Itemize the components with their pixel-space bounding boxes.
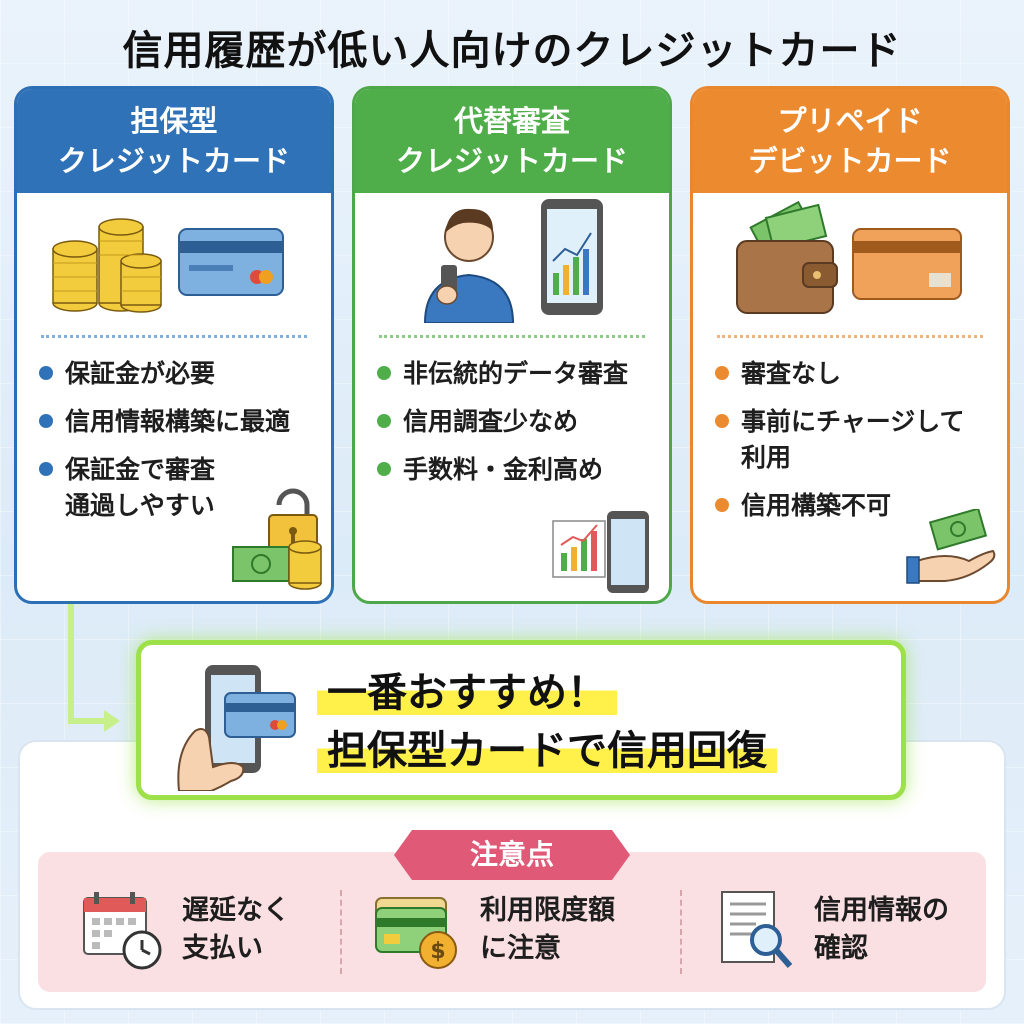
person-and-phone-icon — [423, 199, 603, 324]
alternative-card-illustration — [355, 193, 669, 324]
caution-item-limit: $ 利用限度額 に注意 — [372, 880, 615, 980]
lock-and-money-icon — [232, 488, 322, 590]
secured-card-title-line2: クレジットカード — [57, 144, 290, 178]
divider — [379, 335, 645, 338]
caution-text: 利用限度額 に注意 — [480, 892, 615, 968]
caution-text-line1: 利用限度額 — [480, 895, 615, 926]
svg-text:$: $ — [430, 939, 445, 964]
hand-with-money-icon — [906, 509, 996, 584]
divider — [41, 335, 307, 338]
secured-card-bullets: 保証金が必要 信用情報構築に最適 保証金で審査 通過しやすい — [17, 338, 331, 524]
calendar-clock-icon — [83, 892, 162, 970]
flow-arrow-line — [68, 718, 108, 724]
list-item: 非伝統的データ審査 — [377, 356, 669, 392]
list-item: 信用情報構築に最適 — [39, 404, 331, 440]
caution-text-line2: 確認 — [814, 933, 868, 964]
alternative-card-header: 代替審査 クレジットカード — [355, 89, 669, 193]
prepaid-card-title-line2: デビットカード — [748, 144, 952, 178]
prepaid-card-panel: プリペイド デビットカード 審査なし 事前にチャージして 利用 信用構築不可 — [690, 86, 1010, 604]
list-item: 保証金で審査 通過しやすい — [39, 452, 219, 524]
list-item-line2: 通過しやすい — [65, 491, 215, 520]
list-item-line1: 保証金で審査 — [65, 455, 216, 484]
recommendation-box: 一番おすすめ！ 担保型カードで信用回復 — [136, 640, 906, 800]
chart-and-phone-icon — [552, 511, 649, 593]
alternative-card-panel: 代替審査 クレジットカード 非伝統的データ審査 信用調査少なめ 手数料・金利高め — [352, 86, 672, 604]
flow-arrow-head — [104, 710, 120, 732]
wallet-and-card-icon — [736, 200, 962, 314]
hand-phone-card-icon — [177, 665, 296, 791]
caution-text: 遅延なく 支払い — [182, 892, 290, 968]
list-item-line2: 利用 — [741, 443, 792, 472]
flow-arrow-line — [68, 604, 74, 722]
caution-text: 信用情報の 確認 — [814, 892, 949, 968]
caution-item-report: 信用情報の 確認 — [716, 880, 949, 980]
secured-card-illustration — [17, 193, 331, 323]
alternative-card-title-line1: 代替審査 — [453, 104, 570, 138]
caution-item-payment: 遅延なく 支払い — [80, 880, 290, 980]
alternative-card-bullets: 非伝統的データ審査 信用調査少なめ 手数料・金利高め — [355, 338, 669, 488]
secured-card-title-line1: 担保型 — [130, 104, 218, 138]
coins-and-card-icon — [52, 218, 284, 313]
recommendation-subline: 担保型カードで信用回復 — [317, 725, 777, 777]
prepaid-card-illustration — [693, 193, 1007, 323]
recommendation-headline: 一番おすすめ！ — [317, 667, 617, 719]
divider — [717, 335, 983, 338]
caution-divider — [680, 890, 682, 974]
caution-text-line2: 支払い — [182, 933, 263, 964]
caution-text-line2: に注意 — [480, 933, 561, 964]
caution-label: 注意点 — [394, 830, 630, 880]
alternative-card-title-line2: クレジットカード — [395, 144, 628, 178]
list-item: 信用構築不可 — [715, 488, 1007, 524]
list-item: 手数料・金利高め — [377, 452, 669, 488]
list-item: 保証金が必要 — [39, 356, 331, 392]
prepaid-card-title-line1: プリペイド — [777, 104, 923, 138]
secured-card-header: 担保型 クレジットカード — [17, 89, 331, 193]
prepaid-card-bullets: 審査なし 事前にチャージして 利用 信用構築不可 — [693, 338, 1007, 524]
cards-coin-icon: $ — [375, 897, 457, 969]
caution-text-line1: 遅延なく — [182, 895, 290, 926]
secured-card-panel: 担保型 クレジットカード 保証金が必要 信用情報構築に最適 保証金で審査 通過し… — [14, 86, 334, 604]
page-title: 信用履歴が低い人向けのクレジットカード — [122, 28, 902, 74]
prepaid-card-header: プリペイド デビットカード — [693, 89, 1007, 193]
caution-text-line1: 信用情報の — [814, 895, 949, 926]
caution-divider — [340, 890, 342, 974]
list-item-line1: 事前にチャージして — [741, 407, 965, 436]
list-item: 事前にチャージして 利用 — [715, 404, 1007, 476]
list-item: 審査なし — [715, 356, 1007, 392]
document-magnifier-icon — [721, 891, 793, 968]
list-item: 信用調査少なめ — [377, 404, 669, 440]
